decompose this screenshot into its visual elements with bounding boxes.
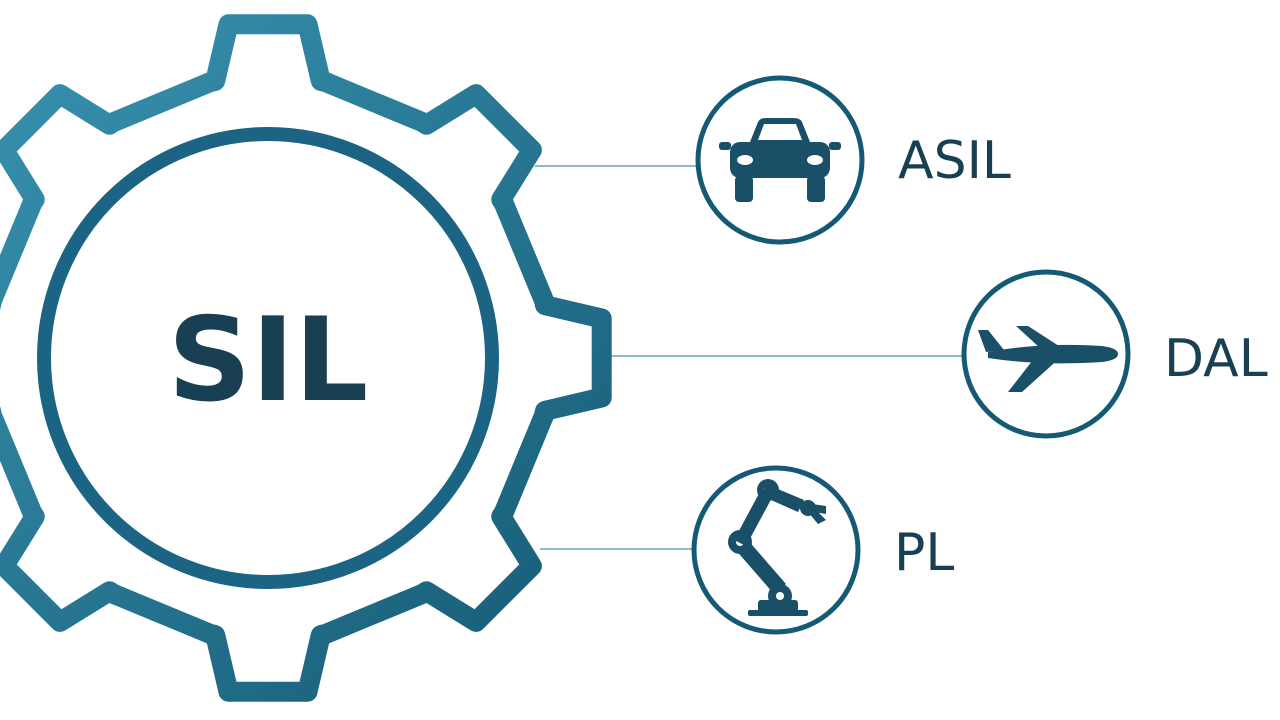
gear-icon — [0, 14, 612, 702]
branch-label-asil: ASIL — [898, 131, 1011, 191]
connectors — [535, 165, 968, 550]
robot-arm-icon — [728, 479, 826, 616]
branch-label-dal: DAL — [1164, 329, 1268, 389]
center-label: SIL — [168, 293, 369, 428]
branch-asil: ASIL — [695, 75, 1011, 245]
airplane-icon — [978, 326, 1118, 392]
gear-inner-ring — [37, 127, 499, 589]
car-icon — [719, 118, 841, 202]
branch-dal: DAL — [961, 269, 1268, 439]
branch-pl: PL — [691, 465, 954, 635]
gear-outline — [0, 14, 612, 702]
branch-label-pl: PL — [894, 523, 954, 583]
